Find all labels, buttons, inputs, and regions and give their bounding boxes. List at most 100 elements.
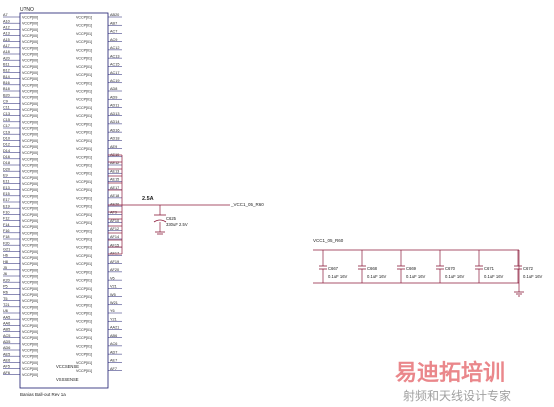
right-pin-number: AF9 xyxy=(110,211,117,215)
left-pin-number: C15 xyxy=(3,118,10,122)
watermark-subtitle: 射频和天线设计专家 xyxy=(403,388,511,403)
right-pin-number: W5 xyxy=(110,293,116,297)
left-pin-label: VCCP[00] xyxy=(22,145,38,149)
right-pin-label: VCCP[01] xyxy=(76,353,92,357)
left-pin-number: C9 xyxy=(3,100,8,104)
left-pin-label: VCCP[00] xyxy=(22,330,38,334)
left-pin-number: A18 xyxy=(3,50,10,54)
cap-ref: C668 xyxy=(367,266,378,271)
left-pin-label: VCCP[00] xyxy=(22,275,38,279)
left-pin-number: AA5 xyxy=(3,315,10,319)
right-pin-label: VCCP[01] xyxy=(76,172,92,176)
right-pin-number: Y21 xyxy=(110,317,117,321)
left-pin-number: F10 xyxy=(3,211,10,215)
left-pin-number: F12 xyxy=(3,217,10,221)
left-pin-number: D14 xyxy=(3,149,10,153)
right-pin-label: VCCP[01] xyxy=(76,98,92,102)
left-pin-label: VCCP[00] xyxy=(22,219,38,223)
left-pin-number: R6 xyxy=(3,291,8,295)
right-pin-number: AD11 xyxy=(110,104,119,108)
left-pin-label: VCCP[00] xyxy=(22,16,38,20)
left-pin-number: A7 xyxy=(3,13,8,17)
right-pin-column: AB20VCCP[01]AB7VCCP[01]AC7VCCP[01]AC9VCC… xyxy=(76,13,122,373)
left-pin-number: AF5 xyxy=(3,365,10,369)
left-pin-label: VCCP[00] xyxy=(22,281,38,285)
right-pin-label: VCCP[01] xyxy=(76,213,92,217)
left-pin-label: VCCP[00] xyxy=(22,77,38,81)
right-pin-number: AA21 xyxy=(110,326,119,330)
right-pin-number: AC13 xyxy=(110,54,120,58)
left-pin-number: B18 xyxy=(3,87,10,91)
left-pin-number: F16 xyxy=(3,229,10,233)
left-pin-number: F20 xyxy=(3,241,10,245)
cap-value: 0.1uF 16V xyxy=(523,274,543,279)
right-pin-label: VCCP[01] xyxy=(76,295,92,299)
right-pin-label: VCCP[01] xyxy=(76,229,92,233)
right-pin-label: VCCP[01] xyxy=(76,303,92,307)
left-pin-number: AD6 xyxy=(3,346,10,350)
right-pin-number: AD16 xyxy=(110,128,120,132)
left-pin-label: VCCP[00] xyxy=(22,157,38,161)
left-pin-label: VCCP[00] xyxy=(22,28,38,32)
left-pin-label: VCCP[00] xyxy=(22,83,38,87)
left-pin-label: VCCP[00] xyxy=(22,238,38,242)
cap-value: 0.1uF 16V xyxy=(484,274,504,279)
cap-c625-ref: C625 xyxy=(166,216,177,221)
left-pin-number: C13 xyxy=(3,112,10,116)
right-pin-number: AF19 xyxy=(110,260,119,264)
left-pin-label: VCCP[00] xyxy=(22,349,38,353)
right-pin-number: AD18 xyxy=(110,137,120,141)
left-pin-number: A10 xyxy=(3,19,10,23)
cap-ref: C672 xyxy=(523,266,534,271)
left-pin-label: VCCP[00] xyxy=(22,22,38,26)
left-pin-number: T5 xyxy=(3,297,7,301)
left-pin-label: VCCP[00] xyxy=(22,361,38,365)
left-pin-label: VCCP[00] xyxy=(22,176,38,180)
left-pin-label: VCCP[00] xyxy=(22,201,38,205)
right-pin-number: AF17 xyxy=(110,252,119,256)
left-pin-label: VCCP[00] xyxy=(22,34,38,38)
left-pin-number: D20 xyxy=(3,167,10,171)
right-pin-number: AE12 xyxy=(110,161,119,165)
left-pin-label: VCCP[00] xyxy=(22,194,38,198)
right-pin-label: VCCP[01] xyxy=(76,57,92,61)
left-pin-number: AA6 xyxy=(3,322,10,326)
right-pin-label: VCCP[01] xyxy=(76,40,92,44)
right-pin-label: VCCP[01] xyxy=(76,196,92,200)
left-pin-label: VCCP[00] xyxy=(22,287,38,291)
right-pin-label: VCCP[01] xyxy=(76,24,92,28)
left-pin-number: B20 xyxy=(3,93,10,97)
left-pin-label: VCCP[00] xyxy=(22,114,38,118)
left-pin-label: VCCP[00] xyxy=(22,71,38,75)
left-pin-label: VCCP[00] xyxy=(22,244,38,248)
left-pin-number: A12 xyxy=(3,26,10,30)
left-pin-label: VCCP[00] xyxy=(22,40,38,44)
right-pin-number: AD7 xyxy=(110,350,117,354)
vss-sense-label: VSSSENSE xyxy=(56,377,79,382)
ground-symbol xyxy=(514,291,524,297)
left-pin-number: A13 xyxy=(3,32,10,36)
right-pin-number: AD14 xyxy=(110,120,120,124)
chip-body xyxy=(19,12,109,389)
left-pin-label: VCCP[00] xyxy=(22,225,38,229)
right-pin-label: VCCP[01] xyxy=(76,114,92,118)
left-pin-label: VCCP[00] xyxy=(22,188,38,192)
right-pin-number: AB7 xyxy=(110,21,117,25)
left-pin-number: D16 xyxy=(3,155,10,159)
right-pin-label: VCCP[01] xyxy=(76,287,92,291)
right-pin-number: V6 xyxy=(110,276,115,280)
right-pin-number: AF12 xyxy=(110,227,119,231)
cap-value: 0.1uF 16V xyxy=(328,274,348,279)
left-pin-label: VCCP[00] xyxy=(22,207,38,211)
left-pin-number: J6 xyxy=(3,272,7,276)
left-pin-number: F14 xyxy=(3,223,10,227)
left-pin-label: VCCP[00] xyxy=(22,96,38,100)
left-pin-label: VCCP[00] xyxy=(22,65,38,69)
left-pin-number: B11 xyxy=(3,63,9,67)
right-pin-number: AF7 xyxy=(110,367,117,371)
chip-footer: Banias Ball-out Rev 1a xyxy=(20,392,66,397)
left-pin-number: H6 xyxy=(3,254,8,258)
chip-ref: U?NO xyxy=(20,7,34,13)
